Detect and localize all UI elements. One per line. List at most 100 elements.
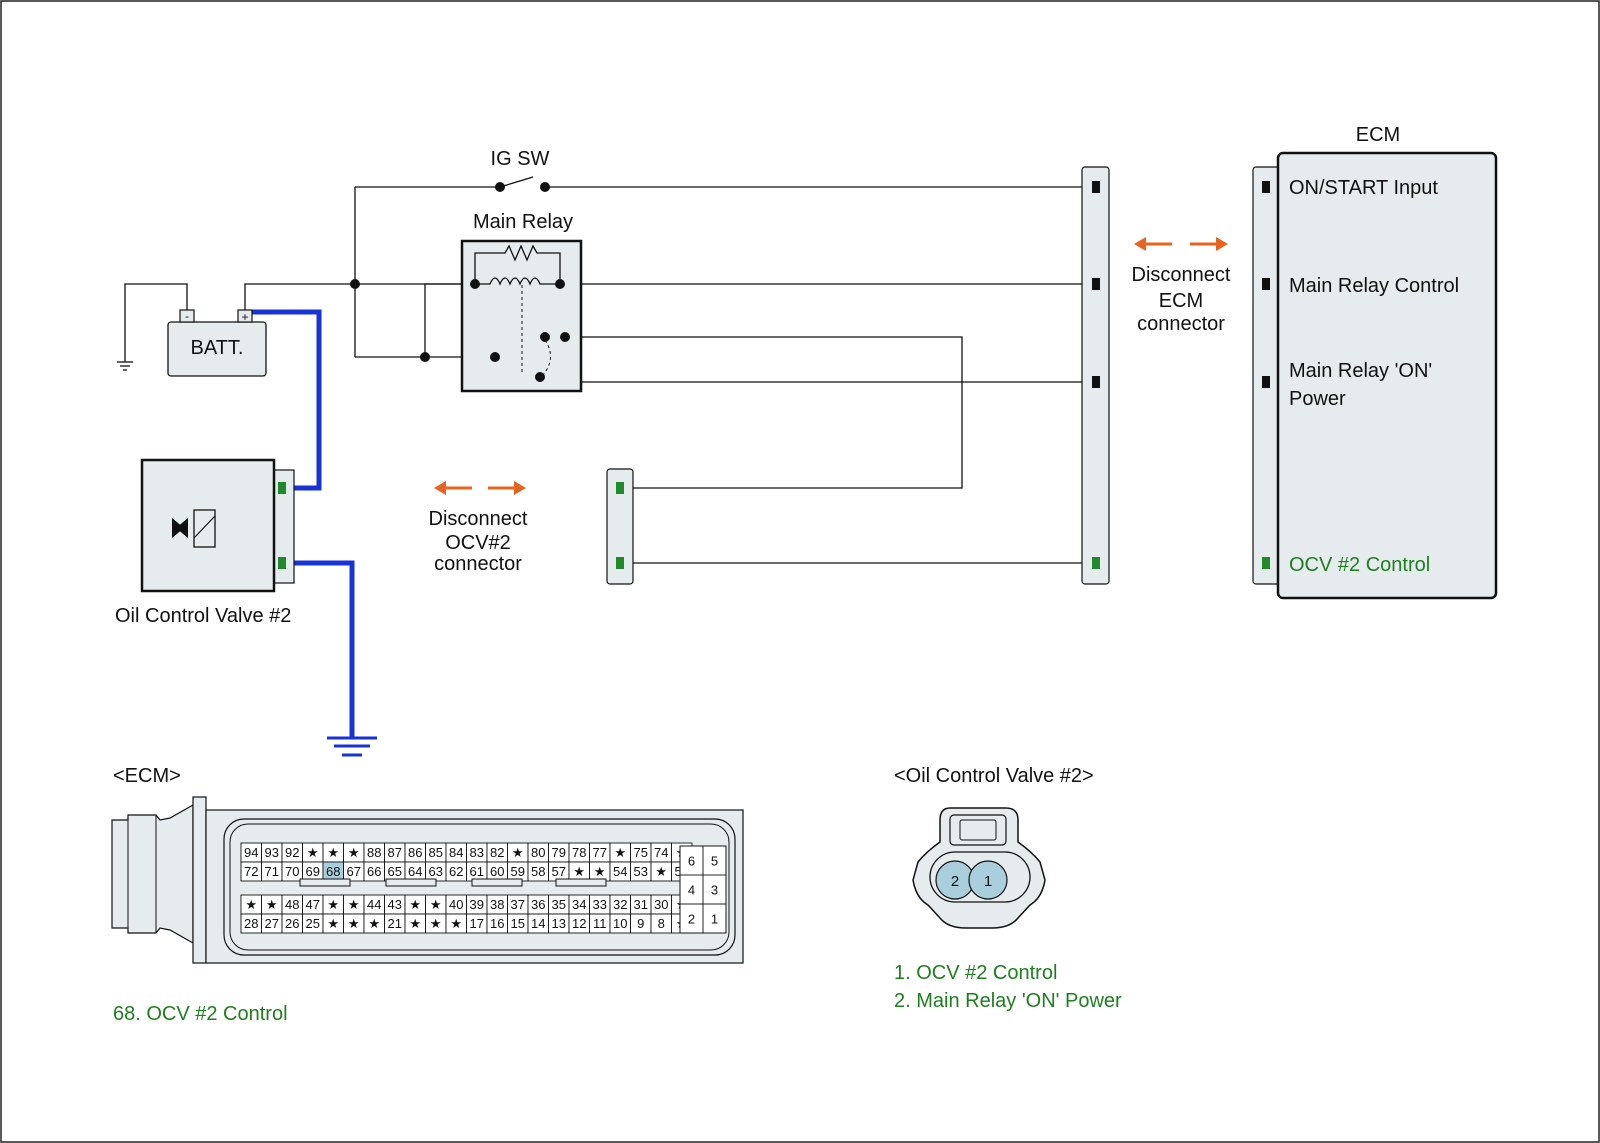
ecm-pin-number: 53 [634,864,648,879]
ecm-pin-number: 39 [470,897,484,912]
ecm-pin-number: 63 [429,864,443,879]
ecm-small-pin-number: 2 [688,912,695,927]
ecm-pin-number: 28 [244,916,258,931]
ecm-pin-number: 25 [306,916,320,931]
ecm-pin-number: 9 [637,916,644,931]
disconnect-ecm-line1: Disconnect [1132,264,1231,286]
ecm-pin-number: 74 [654,845,668,860]
ecm-pin-number: ★ [614,845,626,860]
ecm-small-pin-number: 3 [711,883,718,898]
ecm-harness-connector [1081,166,1110,585]
ecm-title: ECM [1356,124,1400,146]
ecm-pin-number: 47 [306,897,320,912]
ecm-pin-number: ★ [245,897,257,912]
ocv-connector-title: <Oil Control Valve #2> [894,765,1094,787]
ecm-pin-number: ★ [409,916,421,931]
ecm-pin-number: 54 [613,864,627,879]
ecm-pin-number: 10 [613,916,627,931]
ecm-pin-number: 66 [367,864,381,879]
disconnect-ocv-line2: OCV#2 [445,532,511,554]
ecm-pin-number: ★ [594,864,606,879]
ecm-pin-number: ★ [409,897,421,912]
ecm-pin-number: 38 [490,897,504,912]
ecm-pin-number: ★ [655,864,667,879]
ecm-pin-number: ★ [450,916,462,931]
ecm-pin-number: 27 [265,916,279,931]
ecm-pin-number: 34 [572,897,586,912]
ecm-pin-number: 75 [634,845,648,860]
ecm-pin-number: 87 [388,845,402,860]
ecm-pin-number: 79 [552,845,566,860]
ocv-connector-face: 2 1 [912,807,1046,929]
ecm-pin-number: 13 [552,916,566,931]
disconnect-ecm-line3: connector [1137,313,1225,335]
ecm-pin-number: 69 [306,864,320,879]
ecm-pin-number: ★ [430,916,442,931]
ocv-caption-1: 1. OCV #2 Control [894,962,1057,984]
ocv-disconnect-arrows [434,481,526,495]
ecm-pin-main-relay-on-power-line1: Main Relay 'ON' [1289,360,1432,382]
junction-dots [350,182,550,362]
ecm-pin-number: 15 [511,916,525,931]
ecm-pin-number: ★ [368,916,380,931]
arrow-right-icon [514,481,526,495]
ocv-pin-2-label: 2 [951,873,959,890]
main-relay-label: Main Relay [473,211,573,233]
ocv-harness-connector [606,468,634,585]
ecm-pin-number: 40 [449,897,463,912]
ecm-pin-number: 60 [490,864,504,879]
arrow-left-icon [1134,237,1146,251]
ecm-pin-number: 14 [531,916,545,931]
ecm-pin-number: 43 [388,897,402,912]
ecm-pin-number: 59 [511,864,525,879]
ecm-small-pin-cell [702,903,727,934]
ecm-pin-number: 85 [429,845,443,860]
ecm-connector-title: <ECM> [113,765,181,787]
ecm-small-pin-number: 6 [688,854,695,869]
ecm-pin-number: 77 [593,845,607,860]
ecm-pin-number: 30 [654,897,668,912]
ig-switch-label: IG SW [491,148,550,170]
oil-control-valve-label: Oil Control Valve #2 [115,605,291,627]
ecm-pin-on-start: ON/START Input [1289,177,1438,199]
ecm-pin-number: 68 [326,864,340,879]
ecm-pin-number: 44 [367,897,381,912]
ecm-pin-number: 72 [244,864,258,879]
ecm-pin-number: 31 [634,897,648,912]
ecm-small-pin-number: 5 [711,854,718,869]
ecm-pin-number: 21 [388,916,402,931]
disconnect-ocv-line3: connector [434,553,522,575]
ecm-connector-caption: 68. OCV #2 Control [113,1003,288,1025]
ecm-pin-number: 64 [408,864,422,879]
ecm-pin-number: 94 [244,845,258,860]
highlighted-circuit [250,309,355,737]
main-relay [460,239,583,393]
ecm-pin-number: 78 [572,845,586,860]
ecm-pin-number: 32 [613,897,627,912]
ecm-pin-number: 83 [470,845,484,860]
ecm-pin-number: ★ [512,845,524,860]
disconnect-ocv-line1: Disconnect [429,508,528,530]
ecm-pin-number: 58 [531,864,545,879]
ecm-pin-number: 84 [449,845,463,860]
ecm-pin-number: 33 [593,897,607,912]
ecm-pin-number: 36 [531,897,545,912]
ocv-pin-1 [968,860,1008,900]
battery: - + BATT. [167,309,267,377]
ecm-pin-number: ★ [430,897,442,912]
ecm-pin-number: 26 [285,916,299,931]
ecm-pin-number: ★ [266,897,278,912]
ecm-pin-main-relay-on-power-line2: Power [1289,388,1346,410]
ecm-pin-number: 12 [572,916,586,931]
ocv-pin-1-label: 1 [984,873,992,890]
ground-icon [327,736,377,757]
ecm-pin-number: 35 [552,897,566,912]
ecm-pin-number: 11 [593,916,607,931]
ecm-pin-number: 70 [285,864,299,879]
ecm-pin-number: 86 [408,845,422,860]
ecm-pin-number: ★ [327,897,339,912]
battery-plus-label: + [241,310,248,324]
ecm-pin-number: 8 [658,916,665,931]
